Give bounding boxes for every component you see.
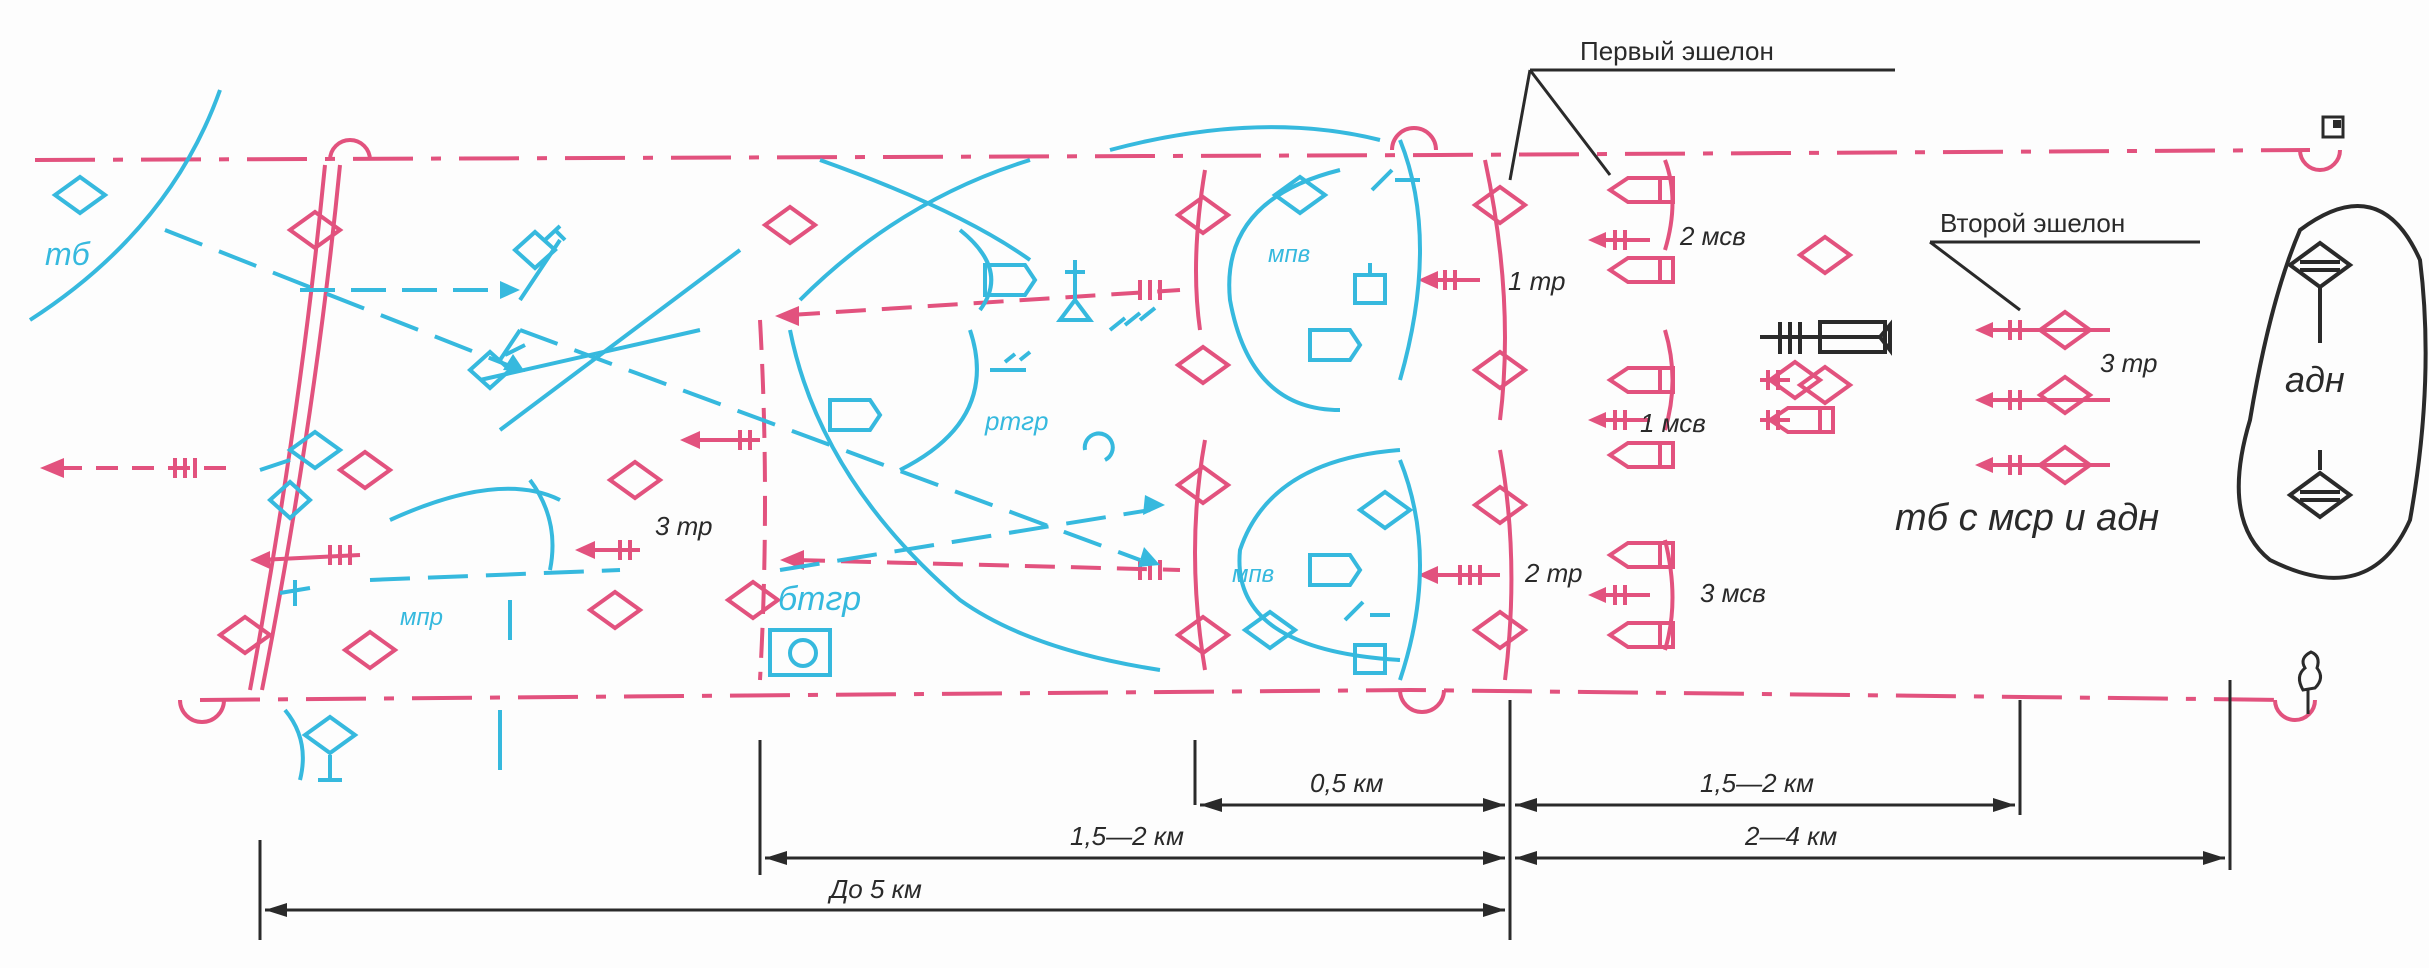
dimension-lines bbox=[258, 680, 2232, 940]
enemy-trenches bbox=[498, 139, 1422, 770]
upper-boundary-line bbox=[34, 126, 2342, 172]
tr1-label: 1 тр bbox=[1508, 266, 1566, 296]
own-defence-lines bbox=[248, 159, 1675, 691]
own-tank-diamonds bbox=[216, 184, 2094, 671]
tb-label: тб bbox=[45, 236, 91, 272]
second-echelon-group bbox=[1760, 204, 2428, 580]
mpr-label: мпр bbox=[400, 604, 443, 631]
lower-boundary-line bbox=[178, 687, 2317, 724]
dimension-arrowheads bbox=[265, 798, 2225, 917]
dim-15-2-right-label: 1,5—2 км bbox=[1700, 768, 1814, 798]
msv1-label: 1 мсв bbox=[1640, 408, 1706, 438]
own-motorized-vehicles bbox=[1606, 176, 1835, 649]
dim-2-4-label: 2—4 км bbox=[1744, 821, 1837, 851]
tr2-label: 2 тр bbox=[1524, 558, 1583, 588]
own-arrowheads bbox=[40, 232, 1993, 603]
own-arrows bbox=[60, 230, 2110, 605]
dim-5-label: До 5 км bbox=[827, 874, 922, 904]
rtgr-label: ртгр bbox=[984, 406, 1048, 436]
echelon-leader-lines bbox=[1508, 68, 2200, 312]
msv3-label: 3 мсв bbox=[1700, 578, 1766, 608]
adn-label: адн bbox=[2285, 359, 2345, 400]
flank-map-icons bbox=[2298, 115, 2345, 714]
second-echelon-label: Второй эшелон bbox=[1940, 208, 2125, 238]
enemy-arrowheads bbox=[500, 281, 1165, 567]
btgr-label: бтгр bbox=[778, 580, 861, 618]
enemy-positions bbox=[28, 89, 1420, 782]
first-echelon-label: Первый эшелон bbox=[1580, 36, 1774, 66]
tr3-right-label: 3 тр bbox=[2100, 348, 2158, 378]
dim-15-2-left-label: 1,5—2 км bbox=[1070, 821, 1184, 851]
mpv-bottom-label: мпв bbox=[1232, 561, 1274, 588]
tb-msr-adn-label: тб с мср и адн bbox=[1895, 497, 2159, 539]
msv2-label: 2 мсв bbox=[1679, 221, 1746, 251]
dim-05-label: 0,5 км bbox=[1310, 768, 1384, 798]
tr3-left-label: 3 тр bbox=[655, 511, 713, 541]
mpv-top-label: мпв bbox=[1268, 241, 1310, 268]
